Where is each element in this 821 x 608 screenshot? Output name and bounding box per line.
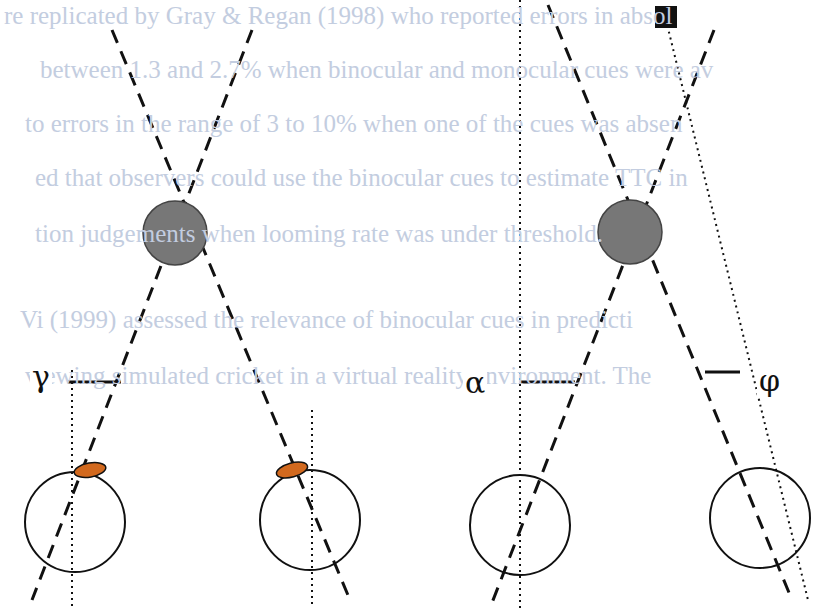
eye [25,472,125,572]
eye [260,470,360,570]
eye-axis [519,0,521,608]
background-text: to errors in the range of 3 to 10% when … [25,110,682,138]
background-text: re replicated by Gray & Regan (1998) who… [4,2,673,30]
angle-marker [705,371,740,374]
target-line [666,20,808,600]
angle-label: γ [30,362,52,392]
eye [710,468,810,568]
background-text: between 1.3 and 2.7% when binocular and … [40,56,713,84]
lens [73,460,107,479]
approaching-ball [598,200,662,264]
background-text: viewing simulated cricket in a virtual r… [25,362,651,390]
background-text: ed that observers could use the binocula… [35,164,688,192]
background-text: Vi (1999) assessed the relevance of bino… [20,306,633,334]
sight-line [548,5,792,600]
eye [470,475,570,575]
angle-label: φ [757,366,782,396]
angle-label: α [463,368,487,398]
background-text: tion judgements when looming rate was un… [35,220,603,248]
lens [275,459,310,481]
eye-axis [311,410,313,608]
